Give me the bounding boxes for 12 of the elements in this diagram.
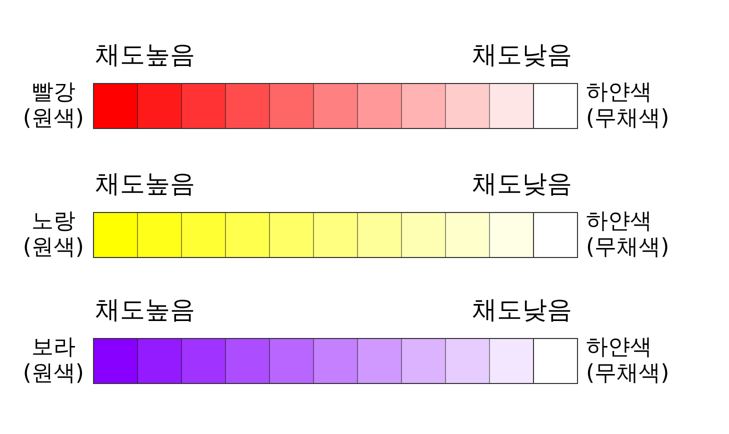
color-name-label: 빨강 (원색) [22,80,84,132]
color-name-label: 노랑 (원색) [22,209,84,261]
scale-end-label: 채도낮음 [472,40,572,70]
scale-end-label: 채도높음 [95,169,195,199]
color-name-label: 하얀색 (무채색) [586,80,670,132]
color-name-label: 하얀색 (무채색) [586,335,670,387]
scale-end-label: 채도높음 [95,40,195,70]
scale-end-label: 채도높음 [95,295,195,325]
color-name-label: 하얀색 (무채색) [586,209,670,261]
scale-end-label: 채도낮음 [472,169,572,199]
color-name-label: 보라 (원색) [22,335,84,387]
scale-end-label: 채도낮음 [472,295,572,325]
